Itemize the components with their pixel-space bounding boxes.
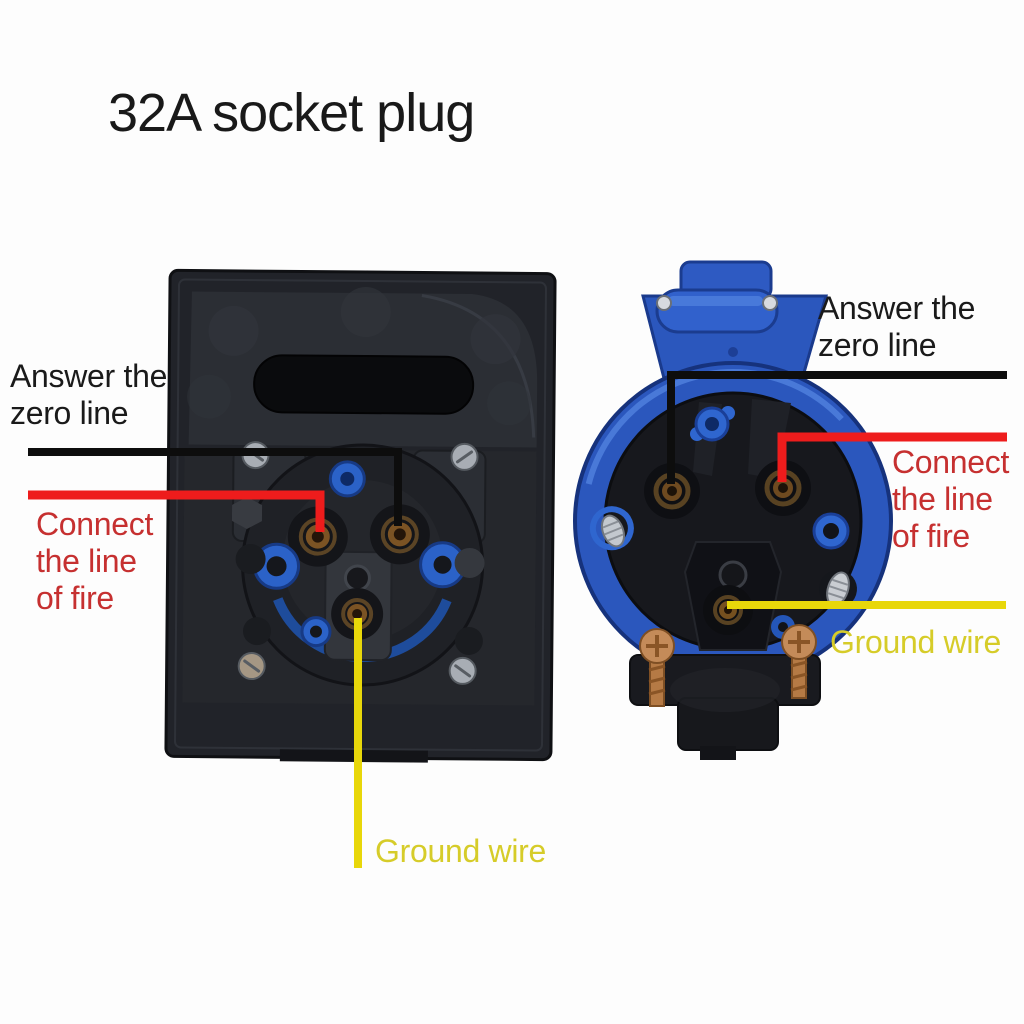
neutral-terminal	[644, 463, 700, 519]
terminal-screw	[589, 506, 634, 551]
hinge-screw	[762, 295, 778, 311]
molded-mark	[208, 305, 259, 356]
side-nub	[454, 626, 483, 655]
live-label-right: Connect the line of fire	[892, 444, 1010, 554]
neutral-label-right: Answer the zero line	[818, 290, 976, 363]
screw-emblem	[718, 560, 748, 590]
blue-nubs	[253, 460, 467, 648]
molded-mark	[486, 381, 531, 426]
neutral-wire-line-left	[28, 448, 402, 526]
cable-clamp	[629, 654, 821, 760]
neutral-label-left: Answer the zero line	[10, 358, 168, 431]
molded-mark	[187, 374, 232, 419]
ground-label-right: Ground wire	[830, 624, 1001, 660]
side-nub	[242, 617, 271, 646]
hinge-screw	[656, 295, 672, 311]
side-nub	[235, 544, 266, 575]
live-wire-line-right	[777, 432, 1007, 482]
hex-nut	[231, 497, 263, 530]
live-wire-line-left	[28, 490, 325, 532]
cable-slot	[253, 354, 475, 415]
neutral-wire-line-right	[667, 371, 1007, 484]
socket-rear-photo	[164, 268, 557, 763]
page-title: 32A socket plug	[108, 83, 475, 143]
blue-nubs	[690, 406, 850, 639]
side-nub	[454, 547, 485, 578]
neutral-terminal	[369, 504, 430, 565]
ground-terminal	[331, 587, 384, 640]
ground-label-bottom: Ground wire	[375, 833, 546, 869]
clamp-screw	[781, 624, 817, 699]
screw-emblem	[343, 564, 371, 592]
ground-terminal	[703, 585, 753, 635]
live-terminal	[755, 460, 811, 516]
molded-mark	[470, 314, 521, 365]
molded-mark	[340, 287, 391, 338]
live-label-left: Connect the line of fire	[36, 506, 154, 616]
clamp-screw	[639, 628, 675, 707]
